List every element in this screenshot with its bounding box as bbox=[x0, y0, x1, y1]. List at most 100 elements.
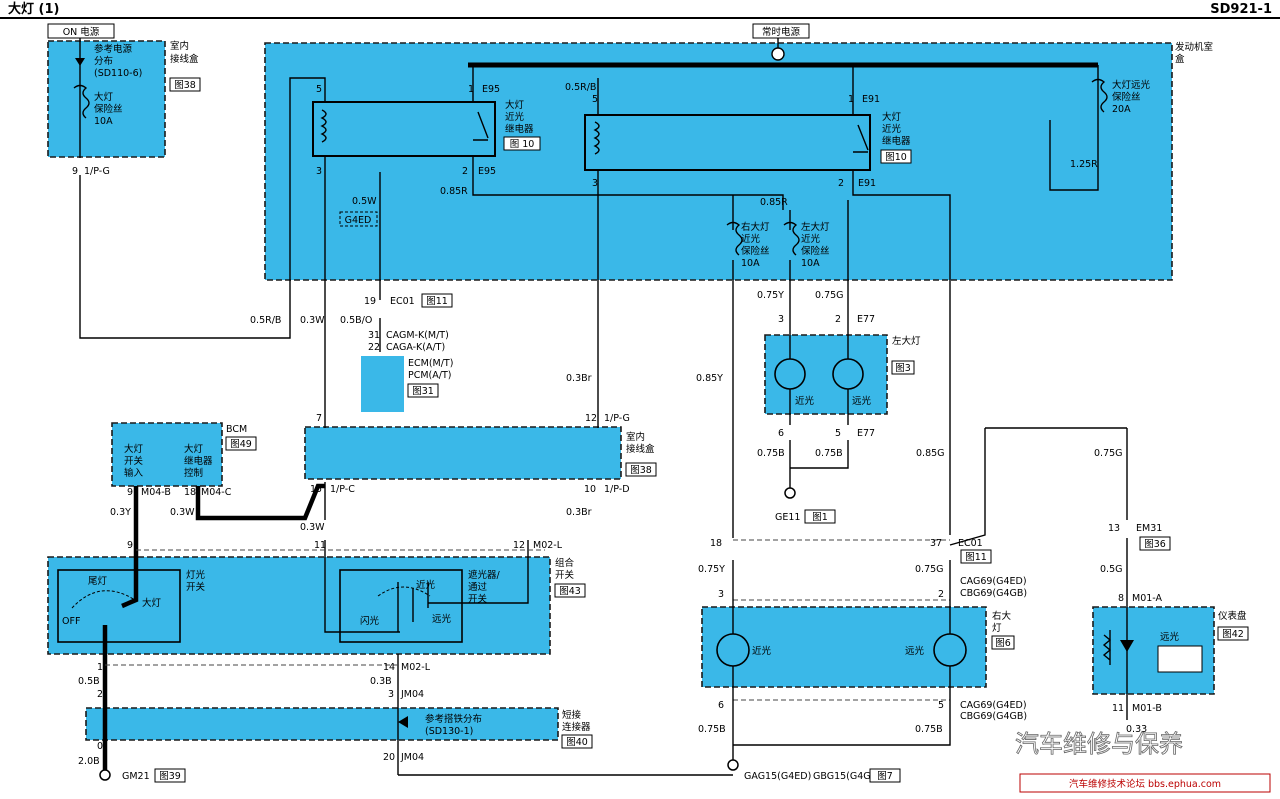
wire-03w-bcm bbox=[195, 483, 325, 521]
gag15-ground-icon bbox=[727, 759, 739, 771]
label-cag69: CAG69(G4ED) bbox=[960, 576, 1027, 587]
ecm-label-2: PCM(A/T) bbox=[408, 370, 451, 381]
cluster-wiring bbox=[1102, 597, 1128, 720]
em31-ref-box bbox=[1139, 536, 1171, 551]
high-fuse-symbol bbox=[1091, 78, 1108, 113]
high-label: 远光 bbox=[432, 613, 452, 625]
relay-e91-name-2: 近光 bbox=[882, 123, 902, 135]
rh-low-fuse-2: 近光 bbox=[741, 233, 761, 245]
label-jb-ipg: 1/P-G bbox=[604, 413, 630, 424]
label-r05rb: 0.5R/B bbox=[565, 82, 596, 93]
headlamp-fuse-symbol bbox=[73, 84, 90, 119]
bcm-relay-3: 控制 bbox=[184, 467, 203, 479]
label-jb7: 7 bbox=[316, 413, 322, 424]
label-e95-2: 2 bbox=[462, 166, 468, 177]
wire-lh-feed bbox=[789, 200, 849, 320]
label-125r: 1.25R bbox=[1070, 159, 1098, 170]
combo-switch-box bbox=[47, 556, 551, 655]
lh-low-fuse-1: 左大灯 bbox=[801, 221, 830, 233]
tail-label: 尾灯 bbox=[88, 576, 108, 587]
relay-e95-name-2: 近光 bbox=[505, 111, 525, 123]
label-jm04: JM04 bbox=[400, 689, 424, 700]
label-075b-b: 0.75B bbox=[815, 448, 843, 459]
label-c37: 37 bbox=[930, 538, 942, 549]
bcm-relay-1: 大灯 bbox=[184, 443, 204, 455]
label-cagm: CAGM-K(M/T) bbox=[386, 330, 449, 341]
dimmer-2: 通过 bbox=[468, 581, 488, 593]
label-05g: 0.5G bbox=[1100, 564, 1122, 575]
label-e91-2: 2 bbox=[838, 178, 844, 189]
bcm-ref: 图49 bbox=[230, 439, 252, 450]
lh-high-label: 远光 bbox=[852, 395, 872, 407]
watermark-forum: 汽车维修技术论坛 bbs.ephua.com bbox=[1069, 778, 1221, 790]
rh-lamp-ref-box bbox=[991, 635, 1015, 650]
label-e77: E77 bbox=[857, 314, 875, 325]
bcm-box bbox=[111, 422, 223, 487]
label-ec01-19: 19 bbox=[364, 296, 376, 307]
ref-power-1: 参考电源 bbox=[94, 43, 133, 55]
label-e91: E91 bbox=[862, 94, 880, 105]
label-03br: 0.3Br bbox=[566, 373, 592, 384]
on-power-tag bbox=[47, 23, 115, 39]
watermark-brand: 汽车维修与保养 bbox=[1015, 730, 1183, 758]
label-rh5: 5 bbox=[938, 700, 944, 711]
label-rh2: 2 bbox=[938, 589, 944, 600]
label-e77-5: 5 bbox=[835, 428, 841, 439]
label-075b-c: 0.75B bbox=[698, 724, 726, 735]
label-sw9: 9 bbox=[127, 540, 133, 551]
ref-power-3: (SD110-6) bbox=[94, 68, 142, 79]
relay-e95-ref: 图 10 bbox=[510, 139, 535, 150]
label-em31: EM31 bbox=[1136, 523, 1162, 534]
label-caga: CAGA-K(A/T) bbox=[386, 342, 445, 353]
label-e77b: E77 bbox=[857, 428, 875, 439]
engine-box-label-1: 发动机室 bbox=[1175, 41, 1213, 53]
cluster-high-label: 远光 bbox=[1160, 631, 1180, 643]
dimmer-1: 遮光器/ bbox=[468, 569, 501, 581]
ge11-ground-icon bbox=[784, 487, 796, 499]
dimmer-switch-body bbox=[339, 569, 463, 643]
label-075y-b: 0.75Y bbox=[698, 564, 725, 575]
label-03w-b: 0.3W bbox=[170, 507, 195, 518]
inner-jb-top-label-1: 室内 bbox=[170, 40, 189, 52]
dimmer-3: 开关 bbox=[468, 593, 488, 605]
label-e95-5: 5 bbox=[316, 84, 322, 95]
label-e95-1: 1 bbox=[468, 84, 474, 95]
combo-switch-2: 开关 bbox=[555, 569, 575, 581]
label-cag69b: CAG69(G4ED) bbox=[960, 700, 1027, 711]
light-switch-1: 灯光 bbox=[186, 569, 206, 581]
label-m04c: M04-C bbox=[201, 487, 232, 498]
ecm-ref-box bbox=[407, 383, 439, 398]
label-ipg: 1/P-G bbox=[84, 166, 110, 177]
constant-power-label: 常时电源 bbox=[762, 26, 801, 38]
rh-low-label: 近光 bbox=[752, 645, 772, 657]
inner-jb-mid-ref: 图38 bbox=[630, 465, 652, 476]
rh-low-fuse-3: 保险丝 bbox=[741, 245, 770, 257]
cluster-led-icon bbox=[1120, 640, 1134, 652]
engine-box-label-2: 盒 bbox=[1175, 53, 1185, 65]
lh-lamp-ref-box bbox=[891, 360, 915, 375]
label-03w: 0.3W bbox=[300, 315, 325, 326]
ground-ref-dist-2: (SD130-1) bbox=[425, 726, 473, 737]
label-gbg15: GBG15(G4GB) bbox=[813, 771, 881, 782]
relay-e91-contact bbox=[853, 124, 869, 153]
inner-jb-mid-box bbox=[304, 426, 622, 480]
lh-low-fuse-3: 保险丝 bbox=[801, 245, 830, 257]
ground-ref-arrow bbox=[398, 716, 408, 728]
wire-085r-a bbox=[472, 172, 784, 210]
label-e91b: E91 bbox=[858, 178, 876, 189]
label-075g-b: 0.75G bbox=[1094, 448, 1123, 459]
wire-085g bbox=[852, 182, 951, 535]
ecm-ref: 图31 bbox=[412, 386, 434, 397]
combo-ref: 图43 bbox=[559, 586, 581, 597]
headlamp-fuse-2: 保险丝 bbox=[94, 103, 123, 115]
inner-jb-top-ref-box bbox=[169, 77, 201, 92]
gm21-ground-icon bbox=[99, 769, 111, 781]
label-sw1: 1 bbox=[97, 662, 103, 673]
label-ec01b: EC01 bbox=[958, 538, 983, 549]
label-ipd: 1/P-D bbox=[604, 484, 630, 495]
label-ec01-ref: 图11 bbox=[426, 296, 448, 307]
inner-jb-mid-1: 室内 bbox=[626, 431, 645, 443]
rh-lamp-2: 灯 bbox=[992, 623, 1002, 634]
bcm-ref-box bbox=[225, 436, 257, 451]
